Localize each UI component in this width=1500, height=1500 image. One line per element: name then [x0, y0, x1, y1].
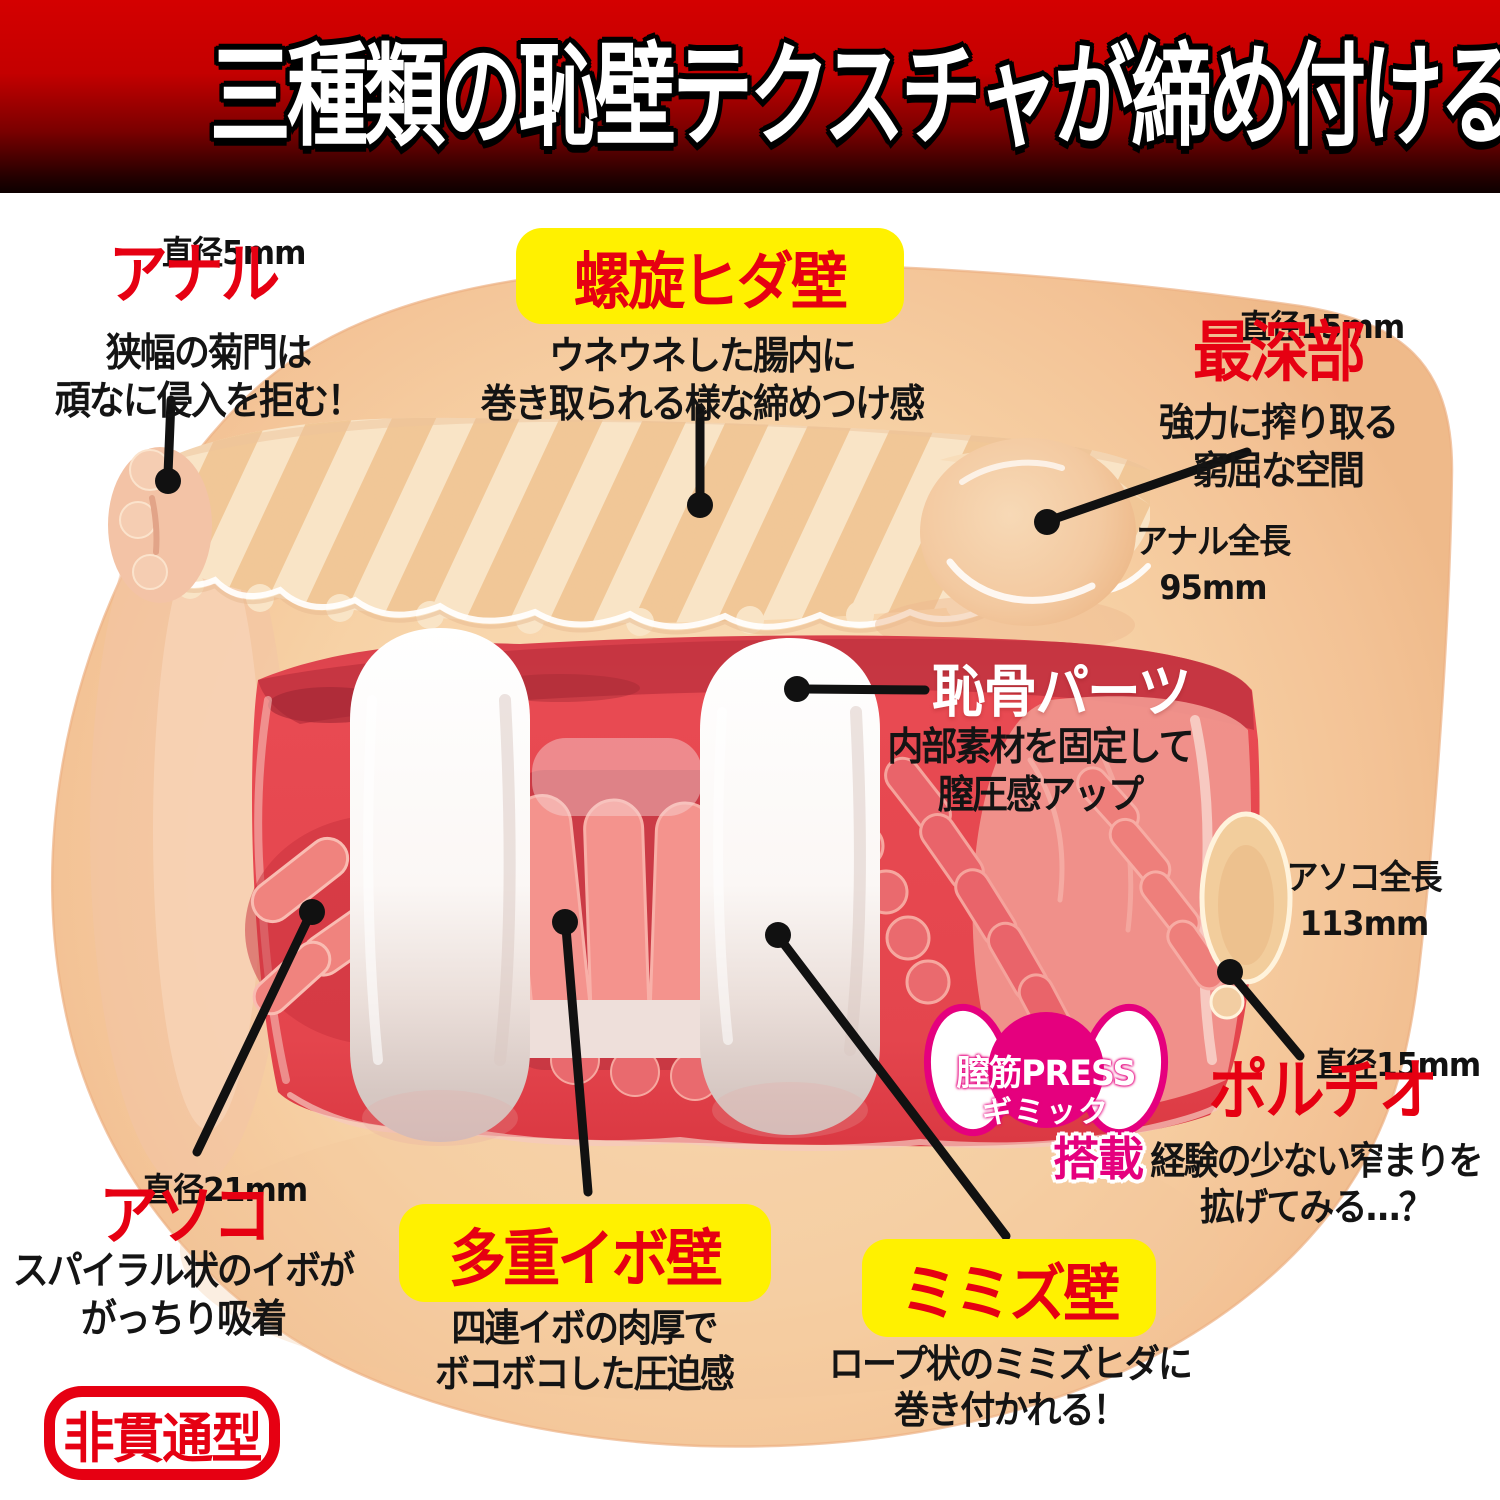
worm-callout-dot — [765, 922, 791, 948]
press-gimmick-suffix: 搭載 — [1053, 1132, 1144, 1186]
callout-lines — [155, 395, 1305, 1241]
deepest-name-label: 最深部 — [1192, 314, 1366, 391]
anal-entrance — [108, 447, 212, 603]
multi-wart-wall-badge: 多重イボ壁 — [399, 1204, 771, 1302]
spiral-callout-dot — [687, 492, 713, 518]
asoko-diameter-label: 直径21mm — [143, 1170, 308, 1209]
worm-wall-label: ミミズ壁 — [900, 1257, 1120, 1330]
portio-callout-line — [1228, 971, 1305, 1061]
portio-callout-dot — [1217, 959, 1243, 985]
asoko-desc: スパイラル状のイボが がっちり吸着 — [12, 1249, 355, 1342]
portio-recess — [1199, 811, 1293, 1020]
anal-name-label: アナル — [108, 236, 281, 313]
worm-wall-desc: ロープ状のミミズヒダに 巻き付かれる！ — [828, 1342, 1193, 1433]
anal-length-label: アナル全長 95mm — [1135, 522, 1291, 608]
asoko-callout-dot — [299, 899, 325, 925]
multi-wart-wall-label: 多重イボ壁 — [449, 1222, 723, 1295]
worm-wall-badge: ミミズ壁 — [862, 1239, 1156, 1337]
asoko-length-label: アソコ全長 113mm — [1286, 858, 1442, 944]
deepest-desc: 強力に搾り取る 窮屈な空間 — [1158, 401, 1399, 494]
press-gimmick-badge: 膣筋PRESS ギミック 搭載 — [905, 995, 1195, 1190]
asoko-name-label: アソコ — [98, 1177, 272, 1254]
portio-name-label: ポルチオ — [1208, 1052, 1438, 1129]
non-through-badge: 非貫通型 — [44, 1386, 280, 1480]
anal-callout-dot — [155, 468, 181, 494]
spiral-wall-desc: ウネウネした腸内に 巻き取られる様な締めつけ感 — [480, 334, 925, 427]
deepest-callout-dot — [1034, 509, 1060, 535]
spiral-wall-badge: 螺旋ヒダ壁 — [516, 228, 904, 324]
press-gimmick-shape — [923, 1003, 1169, 1137]
non-through-label: 非貫通型 — [63, 1406, 262, 1470]
portio-diameter-label: 直径15mm — [1316, 1045, 1481, 1084]
left-groove-shading — [90, 470, 290, 1190]
pubic-part-label: 恥骨パーツ — [932, 659, 1191, 725]
anal-desc: 狭幅の菊門は 頑なに侵入を拒む！ — [54, 331, 363, 424]
anal-diameter-label: 直径5mm — [162, 233, 307, 272]
deepest-callout-line — [1049, 447, 1252, 524]
portio-desc: 経験の少ない窄まりを 拡げてみる…？ — [1150, 1139, 1483, 1230]
press-gimmick-line1: 膣筋PRESS — [956, 1054, 1137, 1094]
multiwart-callout-line — [561, 923, 593, 1197]
pubic-callout-dot — [784, 676, 810, 702]
anal-callout-line — [163, 395, 176, 479]
multiwart-callout-dot — [552, 909, 578, 935]
worm-callout-line — [776, 935, 1011, 1241]
pubic-callout-line — [800, 684, 930, 695]
deepest-diameter-label: 直径15mm — [1240, 307, 1405, 346]
page-title: 三種類の恥壁テクスチャが締め付ける！ — [210, 31, 1500, 162]
spiral-wall-label: 螺旋ヒダ壁 — [574, 245, 848, 318]
rectum-stripes — [128, 417, 1150, 623]
press-gimmick-line2: ギミック — [982, 1095, 1110, 1130]
asoko-callout-line — [192, 912, 314, 1157]
multi-wart-wall-desc: 四連イボの肉厚で ボコボコした圧迫感 — [434, 1306, 735, 1397]
title-banner: 三種類の恥壁テクスチャが締め付ける！ — [0, 0, 1500, 193]
pubic-part-desc: 内部素材を固定して 膣圧感アップ — [887, 725, 1194, 818]
